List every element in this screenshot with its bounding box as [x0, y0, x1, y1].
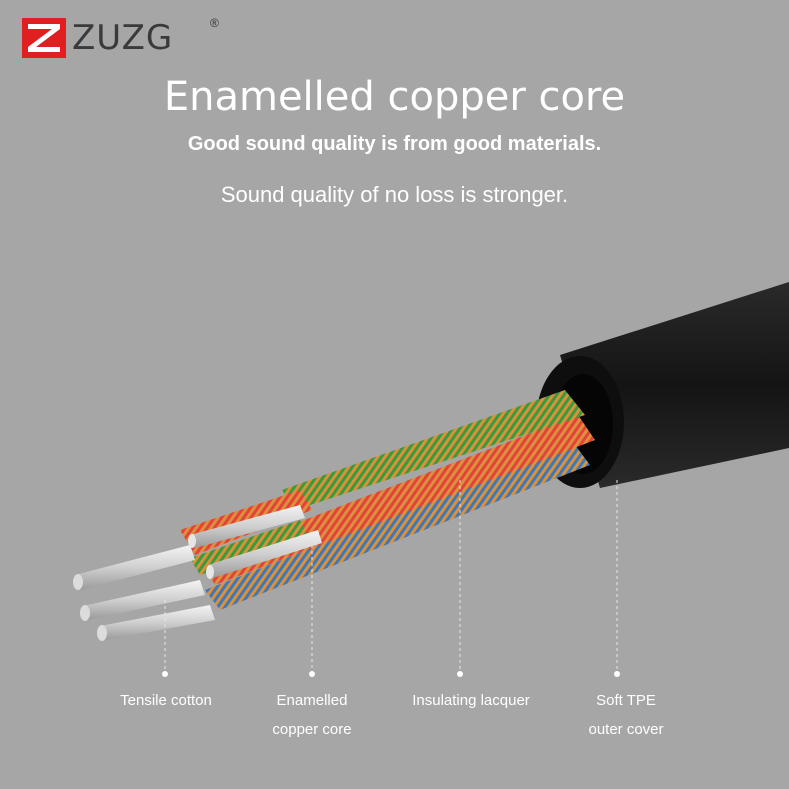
label-line: Soft TPE — [596, 692, 656, 709]
green-wire — [282, 390, 585, 510]
label-soft-tpe-outer-cover: Soft TPE outer cover — [588, 686, 663, 744]
label-line: Enamelled — [276, 692, 348, 709]
page-title: Enamelled copper core — [163, 74, 626, 120]
label-line: outer cover — [588, 721, 664, 738]
label-line: copper core — [272, 721, 352, 738]
page-tagline: Sound quality of no loss is stronger. — [220, 182, 569, 207]
blue-wire — [205, 445, 590, 610]
brand-logo: ZUZG ® — [22, 16, 219, 58]
label-line: Insulating lacquer — [412, 692, 530, 709]
brand-mark-icon — [22, 18, 66, 58]
label-enamelled-copper-core: Enamelled copper core — [272, 686, 351, 744]
label-tensile-cotton: Tensile cotton — [120, 686, 212, 715]
registered-mark: ® — [210, 16, 219, 30]
wire-bundles — [180, 390, 595, 610]
label-insulating-lacquer: Insulating lacquer — [412, 686, 530, 715]
label-line: Tensile cotton — [120, 692, 212, 709]
silver-strands — [73, 505, 322, 641]
leader-lines — [164, 480, 618, 672]
page-subtitle: Good sound quality is from good material… — [187, 133, 602, 155]
leader-dots — [162, 671, 620, 677]
brand-name: ZUZG — [72, 18, 174, 58]
